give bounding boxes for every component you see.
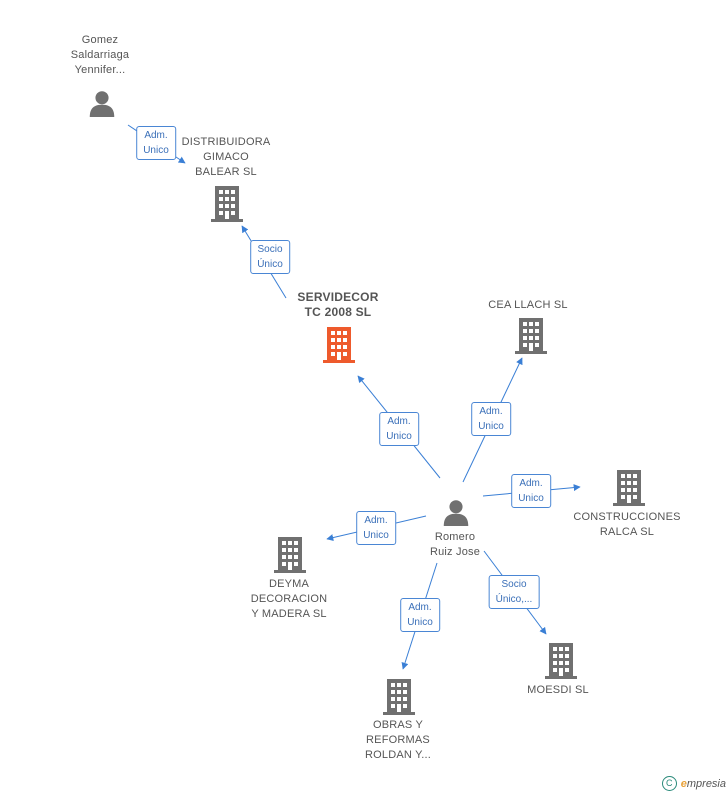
person-icon[interactable] (443, 500, 469, 526)
person-icon[interactable] (89, 91, 115, 117)
building-icon[interactable] (515, 318, 547, 354)
brand-logo: empresia (680, 777, 726, 790)
copyright-icon: C (661, 776, 677, 791)
edge-label[interactable]: Adm.Unico (379, 412, 419, 446)
footer-brand: C empresia (661, 776, 726, 791)
building-icon[interactable] (323, 327, 355, 363)
node-label-cea[interactable]: CEA LLACH SL (488, 299, 568, 311)
edge-label[interactable]: Adm.Unico (356, 511, 396, 545)
edge-label[interactable]: Adm.Unico (136, 126, 176, 160)
edge-label[interactable]: Adm.Unico (471, 402, 511, 436)
node-label-moesdi[interactable]: MOESDI SL (527, 684, 589, 696)
building-icon[interactable] (383, 679, 415, 715)
building-icon[interactable] (545, 643, 577, 679)
edge-label[interactable]: Adm.Unico (400, 598, 440, 632)
building-icon[interactable] (274, 537, 306, 573)
building-icon[interactable] (211, 186, 243, 222)
building-icon[interactable] (613, 470, 645, 506)
edge-label[interactable]: Adm.Unico (511, 474, 551, 508)
